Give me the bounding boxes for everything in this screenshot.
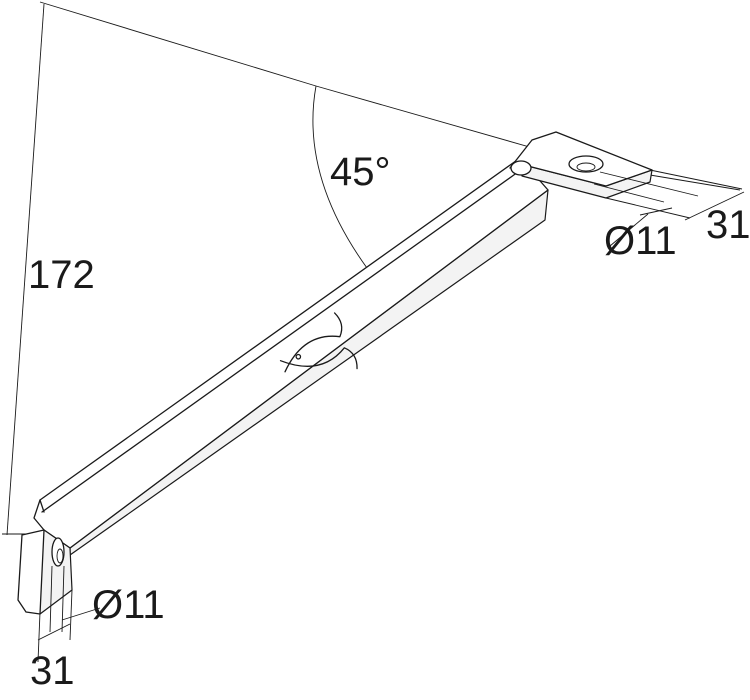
angle-dimension: 45° xyxy=(312,85,741,269)
top-hole-dim-line xyxy=(639,207,673,216)
angle-reference-line xyxy=(315,85,541,151)
bottom-mounting-tab xyxy=(17,529,73,615)
bottom-width-dim-line xyxy=(37,623,71,641)
bottom-hole-ext-2 xyxy=(61,565,65,633)
bottom-hole-ext-1 xyxy=(49,565,53,633)
angle-label: 45° xyxy=(330,150,391,194)
angle-arc xyxy=(312,85,368,269)
height-dimension: 172 xyxy=(2,1,317,536)
height-dimension-line xyxy=(6,3,45,536)
top-tab-hole xyxy=(568,155,604,173)
bottom-width-ext-1 xyxy=(37,611,41,663)
arm-top-face xyxy=(33,157,549,549)
bracket-arm xyxy=(33,157,549,556)
angle-reference-line-2 xyxy=(649,174,741,191)
bottom-hole-leader xyxy=(61,607,101,621)
top-width-dim-line xyxy=(684,191,745,221)
bottom-tab-hole-inner xyxy=(56,548,64,564)
top-tab-dimensions: Ø11 31 xyxy=(593,169,750,263)
top-hole-ext-2 xyxy=(593,183,665,203)
height-extension-top xyxy=(39,1,317,87)
top-hole-label: Ø11 xyxy=(604,219,677,263)
arm-edge-line xyxy=(41,171,519,513)
top-width-ext-1 xyxy=(649,169,743,190)
top-tab-hole-inner xyxy=(576,162,596,172)
bottom-width-ext-2 xyxy=(69,589,73,641)
fish-logo-eye xyxy=(295,353,302,360)
fish-logo-body xyxy=(279,312,358,373)
arm-bevel-line xyxy=(39,499,45,513)
top-hole-leader xyxy=(609,213,649,247)
height-label: 172 xyxy=(28,253,95,297)
fish-logo-icon xyxy=(279,312,358,373)
bottom-tab-face xyxy=(17,529,45,615)
bottom-tab-hole xyxy=(51,537,65,567)
top-width-ext-2 xyxy=(605,197,691,219)
top-width-label: 31 xyxy=(706,203,750,247)
bottom-width-label: 31 xyxy=(30,649,75,693)
top-tab-bend xyxy=(510,160,532,176)
arm-side-face xyxy=(69,189,549,556)
top-hole-ext-1 xyxy=(599,171,699,197)
bottom-tab-dimensions: Ø11 31 xyxy=(30,565,165,693)
bottom-hole-label: Ø11 xyxy=(92,583,165,627)
